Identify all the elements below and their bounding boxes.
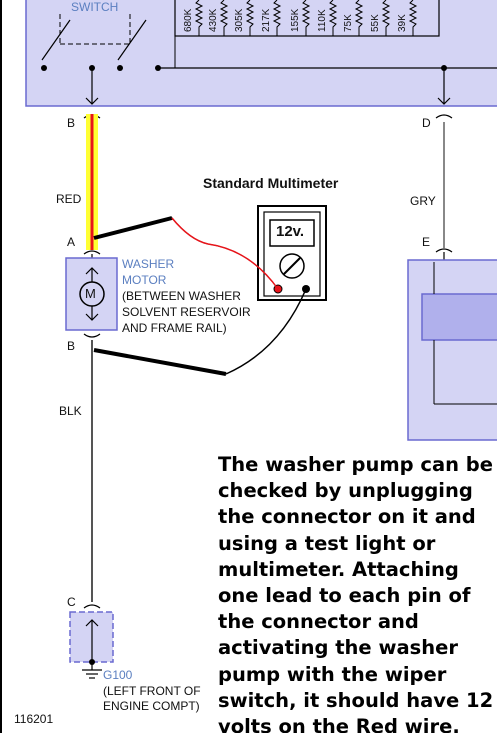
a-connector xyxy=(83,250,101,255)
resistor-label: 430K xyxy=(208,8,219,32)
b-motor-connector xyxy=(83,333,101,338)
switch-label: SWITCH xyxy=(71,0,119,14)
connector-c-label: C xyxy=(67,595,76,609)
resistor-label: 39K xyxy=(397,14,408,32)
resistor-bank xyxy=(174,0,440,37)
caption-line: the connector and xyxy=(218,610,419,634)
resistor-label: 155K xyxy=(290,8,301,32)
resistor-label: 55K xyxy=(370,14,381,32)
motor-label-line: MOTOR xyxy=(122,273,167,287)
multimeter-display xyxy=(269,219,315,247)
red-lead xyxy=(171,217,279,290)
connector-b-motor-label: B xyxy=(67,339,76,353)
resistor-label: 217K xyxy=(261,8,272,32)
caption-line: activating the washer xyxy=(218,636,458,660)
caption-line: The washer pump can be xyxy=(218,453,493,476)
resistor-label: 305K xyxy=(234,8,245,32)
switch-panel xyxy=(25,0,497,107)
blk-wire-label: BLK xyxy=(59,404,82,418)
multimeter-title: Standard Multimeter xyxy=(203,175,339,191)
red-probe xyxy=(93,216,173,240)
motor-location-line: (BETWEEN WASHER xyxy=(122,289,241,303)
red-wire-label: RED xyxy=(56,192,82,206)
d-top-connector xyxy=(435,114,453,119)
caption-line: switch, it should have 12 xyxy=(218,688,494,712)
black-lead xyxy=(225,288,307,375)
caption-line: pump with the wiper xyxy=(218,662,447,686)
caption-line: the connector on it and xyxy=(218,505,476,529)
d-top-arrow xyxy=(437,97,451,105)
ground-symbol xyxy=(82,669,102,679)
right-component-box xyxy=(407,259,497,441)
c-connector xyxy=(83,604,101,609)
caption-line: checked by unplugging xyxy=(218,479,473,503)
caption-line: one lead to each pin of xyxy=(218,584,471,608)
caption-line: multimeter. Attaching xyxy=(218,557,459,581)
connector-d-label: D xyxy=(422,116,431,130)
resistor-zigzags xyxy=(194,0,418,36)
switch-dots xyxy=(41,65,447,71)
ground-location-line: ENGINE COMPT) xyxy=(103,699,200,713)
switch-contacts xyxy=(41,19,147,104)
connector-a-label: A xyxy=(67,235,76,249)
connector-b-top-label: B xyxy=(67,116,76,130)
e-connector xyxy=(435,248,453,253)
motor-location-line: AND FRAME RAIL) xyxy=(122,321,227,335)
multimeter-reading: 12v. xyxy=(276,223,305,240)
dial-pointer xyxy=(283,257,301,275)
gry-wire-label: GRY xyxy=(410,194,436,208)
motor-label-line: WASHER xyxy=(122,257,175,271)
resistor-label: 110K xyxy=(317,9,328,32)
motor-location-line: SOLVENT RESERVOIR xyxy=(122,305,251,319)
right-inner-block xyxy=(421,293,497,341)
motor-symbol-label: M xyxy=(85,286,96,301)
figure-number: 116201 xyxy=(14,712,54,726)
b-top-arrow xyxy=(85,97,99,105)
resistor-label: 75K xyxy=(343,14,354,32)
connector-e-label: E xyxy=(422,235,431,249)
caption-line: volts on the Red wire. xyxy=(218,715,460,733)
resistor-label: 680K xyxy=(183,8,194,32)
black-probe xyxy=(93,348,227,376)
instruction-caption: The washer pump can be checked by unplug… xyxy=(218,452,497,733)
caption-line: using a test light or xyxy=(218,531,436,555)
ground-id-label: G100 xyxy=(103,668,133,682)
ground-location-line: (LEFT FRONT OF xyxy=(103,684,201,698)
motor-arrow-bottom xyxy=(85,313,99,321)
